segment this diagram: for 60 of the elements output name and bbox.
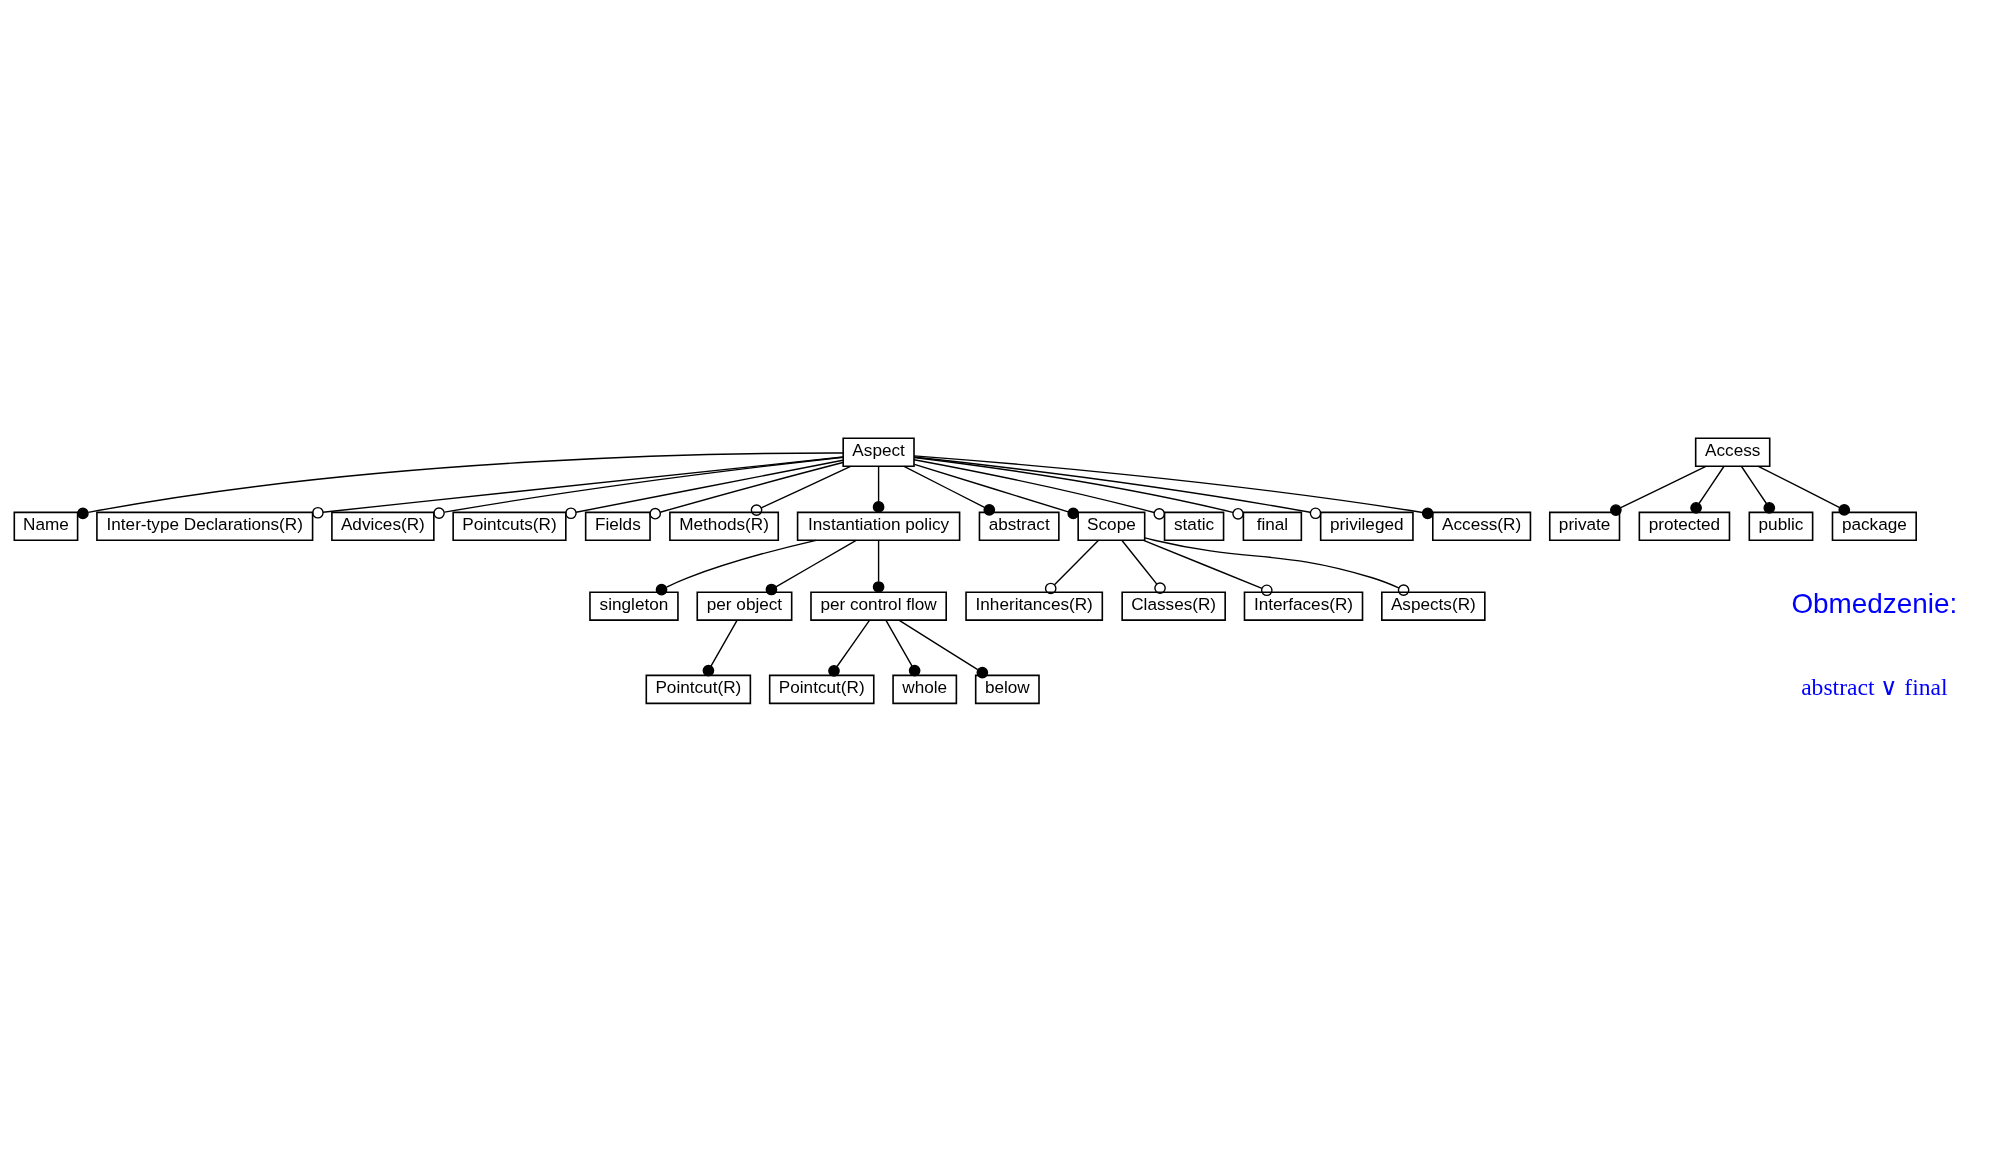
node-box: package	[1831, 511, 1917, 542]
connector	[765, 539, 857, 596]
node-box: final	[1242, 511, 1303, 542]
node-box: Inter-type Declarations(R)	[96, 511, 314, 542]
node-box: Classes(R)	[1121, 591, 1226, 621]
node-box: Advices(R)	[331, 511, 435, 542]
node-box: Aspects(R)	[1381, 591, 1486, 621]
connector	[750, 465, 852, 516]
node-box: per object	[696, 591, 793, 621]
node-box: Pointcut(R)	[768, 674, 875, 705]
node-box: Methods(R)	[669, 511, 780, 542]
connector	[913, 456, 1322, 520]
connector	[1121, 539, 1166, 594]
connector	[885, 619, 921, 677]
connector	[1610, 465, 1707, 516]
connector	[903, 465, 996, 516]
node-box: private	[1548, 511, 1621, 542]
connector	[828, 619, 871, 677]
node-box: protected	[1638, 511, 1731, 542]
node-box: Interfaces(R)	[1243, 591, 1364, 621]
connector	[655, 539, 817, 596]
connector	[1690, 465, 1725, 514]
connector	[913, 456, 1244, 520]
connector	[1740, 465, 1776, 514]
node-box: Aspect	[842, 437, 915, 467]
connector	[77, 452, 844, 520]
node-box: privileged	[1319, 511, 1414, 542]
node-box: Inheritances(R)	[965, 591, 1104, 621]
node-box: public	[1748, 511, 1814, 542]
connector	[565, 459, 844, 520]
label: Obmedzenie:	[1791, 587, 1958, 619]
node-box: Fields	[584, 511, 651, 542]
connector	[1144, 537, 1410, 596]
node-box: Scope	[1077, 511, 1146, 542]
connector	[1142, 539, 1273, 597]
connector	[898, 619, 989, 679]
node-box: whole	[892, 674, 958, 705]
node-box: abstract	[978, 511, 1060, 542]
node-box: singleton	[589, 591, 679, 621]
connector	[872, 465, 885, 513]
node-box: static	[1163, 511, 1225, 542]
connector	[1044, 539, 1100, 595]
connector	[702, 619, 738, 677]
node-box: Pointcuts(R)	[452, 511, 567, 542]
node-box: Pointcut(R)	[645, 674, 752, 705]
node-box: Instantiation policy	[796, 511, 961, 542]
connector	[913, 455, 1434, 520]
connector	[1757, 465, 1851, 516]
node-box: Access	[1694, 437, 1771, 467]
node-box: Access(R)	[1432, 511, 1532, 542]
node-box: per control flow	[810, 591, 947, 621]
connector	[913, 459, 1166, 520]
connector	[312, 456, 844, 519]
connector	[872, 539, 885, 593]
label: abstract ∨ final	[1801, 674, 1948, 701]
node-box: Name	[13, 511, 79, 542]
connector	[433, 456, 844, 519]
node-box: below	[974, 674, 1040, 705]
connector	[913, 463, 1080, 520]
connector	[649, 461, 844, 520]
